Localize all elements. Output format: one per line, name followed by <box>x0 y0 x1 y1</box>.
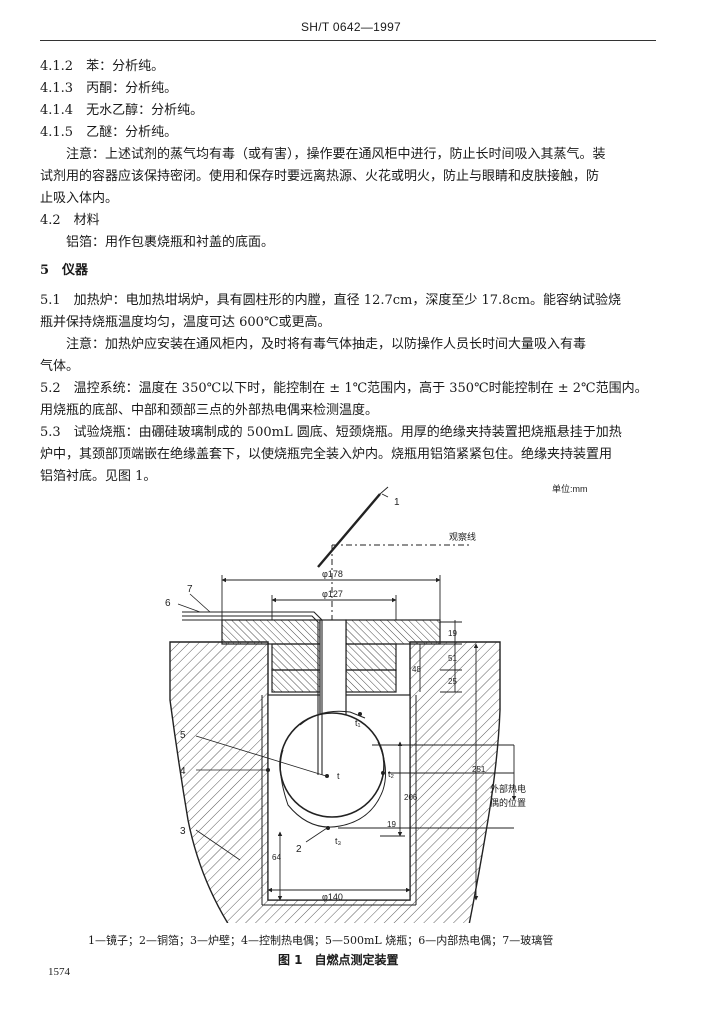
clause-5-3-line-3: 铝箔衬底。见图 1。 <box>40 469 157 484</box>
clause-5-2-line-2: 用烧瓶的底部、中部和颈部三点的外部热电偶来检测温度。 <box>40 403 379 418</box>
dim-51: 51 <box>448 654 457 663</box>
callout-4: 4 <box>180 766 186 777</box>
dim-phi178: φ178 <box>322 569 343 579</box>
clause-5-1-line-1: 5.1 加热炉：电加热坩埚炉，具有圆柱形的内膛，直径 12.7cm，深度至少 1… <box>40 293 622 308</box>
header-rule <box>40 40 656 41</box>
label-t3: t₃ <box>335 836 342 846</box>
clause-4-1-3: 4.1.3 丙酮：分析纯。 <box>40 81 178 96</box>
mirror <box>317 486 470 620</box>
callout-leaders <box>177 493 389 861</box>
dim-64: 64 <box>272 853 281 862</box>
dimension-lines <box>221 575 517 901</box>
clause-5-3-line-2: 炉中，其颈部顶端嵌在绝缘盖套下，以使烧瓶完全装入炉内。烧瓶用铝箔紧紧包住。绝缘夹… <box>40 447 613 462</box>
clause-4-1-2: 4.1.2 苯：分析纯。 <box>40 59 165 74</box>
clause-4-1-4: 4.1.4 无水乙醇：分析纯。 <box>40 103 204 118</box>
thermocouples <box>182 611 385 830</box>
figure-title: 图 1 自燃点测定装置 <box>278 953 399 967</box>
dim-206: 206 <box>404 793 418 802</box>
external-thermocouple-label-1: 外部热电 <box>490 783 526 794</box>
dim-48: 48 <box>412 665 421 674</box>
test-flask <box>279 619 387 828</box>
section-4-2-heading: 4.2 材料 <box>40 213 100 228</box>
unit-note: 单位:mm <box>552 483 588 494</box>
callout-1: 1 <box>394 497 400 508</box>
document-number-header: SH/T 0642—1997 <box>300 20 402 34</box>
section-5-heading: 5 仪器 <box>40 263 89 278</box>
furnace-warning-line-2: 气体。 <box>40 359 80 374</box>
autoignition-apparatus-figure: 单位:mm 1 观察线 φ178 φ127 7 6 19 51 25 48 5 … <box>165 483 588 923</box>
page-number: 1574 <box>48 966 70 978</box>
clause-5-2-line-1: 5.2 温控系统：温度在 350℃以下时，能控制在 ± 1℃范围内，高于 350… <box>40 381 648 396</box>
insulating-lid <box>221 619 441 693</box>
clause-5-3-line-1: 5.3 试验烧瓶：由硼硅玻璃制成的 500mL 圆底、短颈烧瓶。用厚的绝缘夹持装… <box>40 425 622 440</box>
label-t2: t₂ <box>388 769 395 779</box>
clause-4-1-5: 4.1.5 乙醚：分析纯。 <box>40 125 178 140</box>
reagent-warning-line-1: 注意：上述试剂的蒸气均有毒（或有害），操作要在通风柜中进行，防止长时间吸入其蒸气… <box>40 147 606 162</box>
callout-2: 2 <box>296 844 302 855</box>
dim-phi127: φ127 <box>322 589 343 599</box>
callout-3: 3 <box>180 826 186 837</box>
callout-6: 6 <box>165 598 171 609</box>
figure-legend: 1—镜子；2—铜箔；3—炉壁；4—控制热电偶；5—500mL 烧瓶；6—内部热电… <box>88 934 554 947</box>
external-thermocouple-label-2: 偶的位置 <box>490 797 526 808</box>
label-t1: t₁ <box>355 718 361 728</box>
callout-5: 5 <box>180 730 186 741</box>
dim-25: 25 <box>448 677 457 686</box>
clause-5-1-line-2: 瓶并保持烧瓶温度均匀，温度可达 600℃或更高。 <box>40 315 331 330</box>
furnace-warning-line-1: 注意：加热炉应安装在通风柜内，及时将有毒气体抽走，以防操作人员长时间大量吸入有毒 <box>40 337 587 352</box>
dim-19-side: 19 <box>387 820 396 829</box>
reagent-warning-line-2: 试剂用的容器应该保持密闭。使用和保存时要远离热源、火花或明火，防止与眼睛和皮肤接… <box>40 169 600 184</box>
reagent-warning-line-3: 止吸入体内。 <box>40 191 119 206</box>
sight-line-label: 观察线 <box>449 531 476 542</box>
label-t: t <box>337 771 340 781</box>
material-aluminum-foil: 铝箔：用作包裹烧瓶和衬盖的底面。 <box>40 235 275 250</box>
dim-phi140: φ140 <box>322 892 343 902</box>
dim-19-top: 19 <box>448 629 457 638</box>
dim-251: 251 <box>472 765 486 774</box>
callout-7: 7 <box>187 584 193 595</box>
